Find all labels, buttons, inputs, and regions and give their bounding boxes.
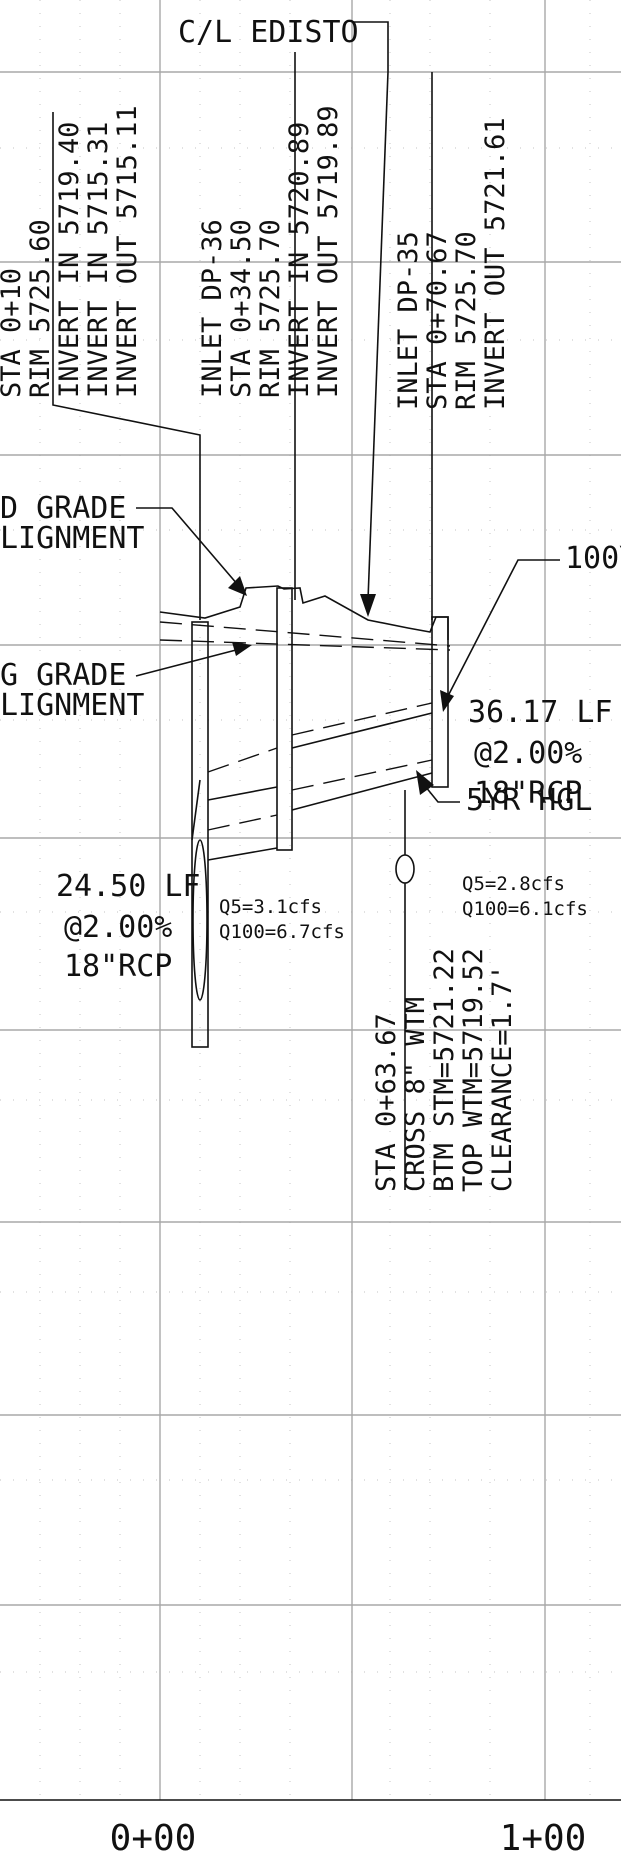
structure-left-invert-out: INVERT OUT 5715.11 xyxy=(112,105,143,398)
pipe-left-slope: @2.00% xyxy=(64,910,172,945)
manhole-structure xyxy=(191,621,209,1048)
existing-grade-label: G GRADE xyxy=(0,658,126,693)
hgl-5-label: 5YR HGL xyxy=(466,783,592,818)
water-main-symbol xyxy=(395,854,415,884)
existing-grade-arrowhead xyxy=(232,642,252,656)
hgl-100-arrowhead xyxy=(440,690,454,712)
structure-left-labels: STA 0+10 RIM 5725.60 INVERT IN 5719.40 I… xyxy=(0,105,143,398)
inlet-35-structure xyxy=(431,616,449,788)
hgl-5-leader xyxy=(424,785,460,803)
ground-profile xyxy=(159,585,451,651)
structure-left-station: STA 0+10 xyxy=(0,268,27,398)
existing-grade-leader xyxy=(135,649,237,677)
hgl-100-label: 100Y xyxy=(565,541,621,576)
inlet-36-q100: Q100=6.7cfs xyxy=(219,921,345,943)
pipe-left-length: 24.50 LF xyxy=(56,869,201,904)
proposed-grade-label: D GRADE xyxy=(0,491,126,526)
inlet-36-invert-in: INVERT IN 5720.89 xyxy=(284,122,315,398)
inlet-35-labels: INLET DP-35 STA 0+70.67 RIM 5725.70 INVE… xyxy=(393,117,511,410)
storm-pipes xyxy=(191,702,433,861)
structure-left-invert-in-1: INVERT IN 5719.40 xyxy=(54,122,85,398)
inlet-36-labels: INLET DP-36 STA 0+34.50 RIM 5725.70 INVE… xyxy=(197,105,344,398)
pipe-left-size: 18"RCP xyxy=(64,949,172,984)
crossing-clearance: CLEARANCE=1.7' xyxy=(487,964,518,1192)
proposed-grade-leader xyxy=(136,507,239,586)
pipe-right-size: 18"RCP xyxy=(474,776,582,811)
structure-left-invert-in-2: INVERT IN 5715.31 xyxy=(83,122,114,398)
inlet-36-invert-out: INVERT OUT 5719.89 xyxy=(313,105,344,398)
inlet-35-q100: Q100=6.1cfs xyxy=(462,898,588,920)
proposed-alignment-label: LIGNMENT xyxy=(0,521,145,556)
centerline-arrowhead xyxy=(360,594,376,617)
inlet-36-station: STA 0+34.50 xyxy=(226,219,257,398)
centerline-leader xyxy=(352,21,389,72)
inlet-35-invert-out: INVERT OUT 5721.61 xyxy=(480,117,511,410)
structure-left-rim: RIM 5725.60 xyxy=(25,219,56,398)
crossing-top: TOP WTM=5719.52 xyxy=(458,948,489,1192)
pipe-end-ellipse xyxy=(192,839,208,1001)
inlet-35-station: STA 0+70.67 xyxy=(422,231,453,410)
hgl-100-leader xyxy=(447,559,560,697)
inlet-36-rim: RIM 5725.70 xyxy=(255,219,286,398)
station-label-1: 1+00 xyxy=(500,1818,587,1859)
proposed-grade-arrowhead xyxy=(228,576,247,596)
pipe-right-length: 36.17 LF xyxy=(468,695,613,730)
centerline-label: C/L EDISTO xyxy=(178,15,359,50)
dotted-grid xyxy=(0,0,621,1800)
crossing-description: CROSS 8" WTM xyxy=(400,997,431,1192)
existing-alignment-label: LIGNMENT xyxy=(0,688,145,723)
crossing-station: STA 0+63.67 xyxy=(371,1013,402,1192)
hgl-5-arrowhead xyxy=(416,770,434,795)
inlet-36-structure xyxy=(276,587,293,851)
inlet-35-name: INLET DP-35 xyxy=(393,231,424,410)
station-label-0: 0+00 xyxy=(110,1818,197,1859)
inlet-36-q5: Q5=3.1cfs xyxy=(219,896,322,918)
major-grid xyxy=(0,0,621,1800)
crossing-labels: STA 0+63.67 CROSS 8" WTM BTM STM=5721.22… xyxy=(371,948,518,1192)
pipe-right-slope: @2.00% xyxy=(474,736,582,771)
structure-left-leader xyxy=(52,112,201,620)
centerline-arrow-shaft xyxy=(367,71,389,601)
inlet-36-name: INLET DP-36 xyxy=(197,219,228,398)
inlet-35-q5: Q5=2.8cfs xyxy=(462,873,565,895)
crossing-btm: BTM STM=5721.22 xyxy=(429,948,460,1192)
inlet-35-rim: RIM 5725.70 xyxy=(451,231,482,410)
